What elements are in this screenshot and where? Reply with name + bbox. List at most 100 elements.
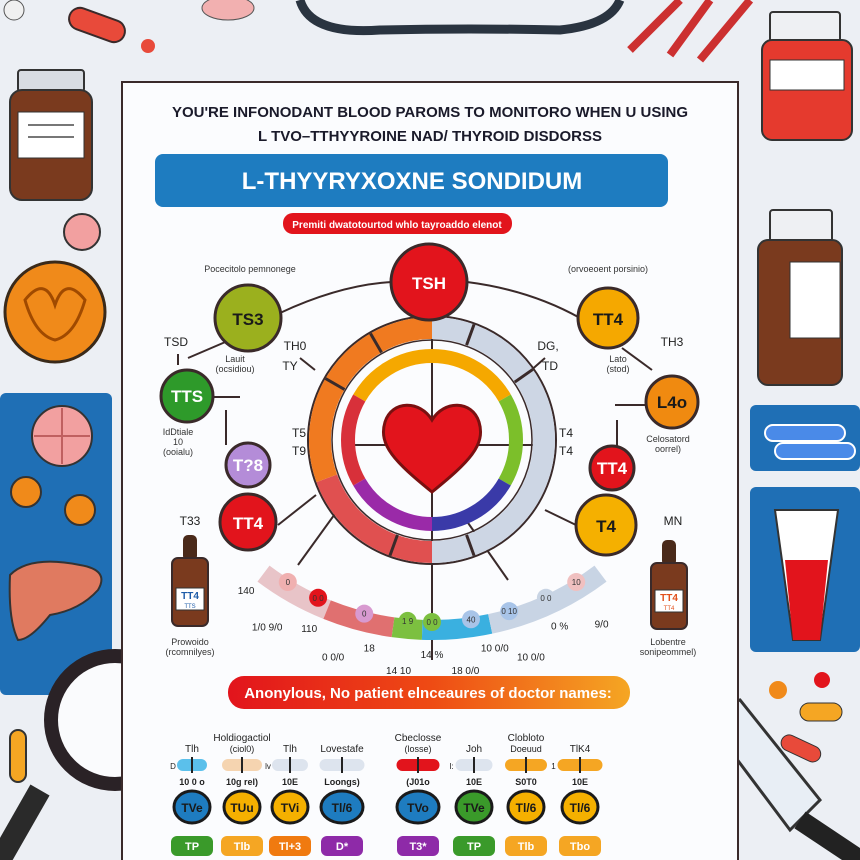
parameter-tag-label: T3* — [409, 841, 427, 853]
parameter-badge-label: TUu — [230, 801, 253, 815]
range-bar-label: 1 — [551, 762, 556, 771]
node-tsh: TSH — [389, 242, 469, 322]
parameter-tag-label: Tlb — [518, 841, 535, 853]
label: T33 — [180, 514, 201, 528]
node-label: TT4 — [597, 459, 628, 478]
parameter-badge-label: Tl/6 — [332, 801, 353, 815]
gauge-tick-label: 14 % — [421, 650, 444, 661]
pill-icon — [63, 213, 101, 251]
bottle-label: TT4 — [181, 591, 199, 602]
medicine-bottle-icon — [761, 11, 853, 141]
label: (ooialu) — [163, 447, 193, 457]
inner-ring-segment — [341, 394, 366, 486]
parameter-badge — [395, 789, 441, 825]
range-bar-label: D — [170, 762, 176, 771]
label: TH3 — [661, 335, 684, 349]
pill-icon — [799, 702, 843, 722]
parameter-tag-label: Tl+3 — [279, 841, 301, 853]
range-bar-label: I: — [449, 762, 453, 771]
column-value: Loongs) — [324, 777, 360, 787]
ring-tick — [324, 377, 346, 391]
title-line-1: YOU'RE INFONODANT BLOOD PAROMS TO MONITO… — [172, 104, 688, 121]
pill-icon — [3, 0, 25, 21]
caption: (orvoeoent porsinio) — [568, 264, 648, 274]
node-tt4-left: TT4 — [218, 492, 278, 552]
column-subheader: (ciol0) — [230, 744, 255, 754]
node-tt4-top: TT4 — [576, 286, 640, 350]
caption: Pocecitolo pemnonege — [204, 264, 296, 274]
node-t8: T?8 — [224, 441, 272, 489]
gauge-tick-label: 9/0 — [595, 619, 609, 630]
gauge-marker — [355, 604, 374, 623]
label: (stod) — [606, 364, 629, 374]
outer-ring-segment — [316, 474, 433, 563]
node-label: T4 — [596, 517, 616, 536]
gauge-marker — [398, 611, 417, 630]
gauge-segment — [421, 614, 493, 640]
outer-ring-segment — [431, 317, 555, 563]
gauge-tick-label: 18 0/0 — [452, 666, 480, 677]
parameter-badge — [172, 789, 212, 825]
column-value: (J01o — [406, 777, 430, 787]
label: DG, — [537, 339, 558, 353]
inner-ring-segment — [353, 349, 511, 402]
node-label: TSH — [412, 274, 446, 293]
parameter-tag-label: D* — [336, 841, 349, 853]
column-value: S0T0 — [515, 777, 537, 787]
pill-icon — [780, 734, 822, 763]
gauge-tick-label: 10 0/0 — [517, 652, 545, 663]
column-header: Joh — [466, 744, 482, 755]
column-value: 10g rel) — [226, 777, 258, 787]
gauge-marker-label: 0 0 — [313, 594, 325, 603]
label: MN — [664, 514, 683, 528]
capsule-icon — [764, 424, 846, 442]
node-label: TT4 — [593, 310, 624, 329]
parameter-tag-label: TP — [467, 841, 481, 853]
parameter-tag-label: Tbo — [570, 841, 590, 853]
label: TH0 — [284, 339, 307, 353]
gauge-tick-label: 140 — [238, 586, 255, 597]
parameter-tag — [171, 836, 213, 856]
node-label: TS3 — [232, 310, 263, 329]
heart-icon — [382, 403, 482, 494]
parameter-badge-label: TVo — [407, 801, 429, 815]
node-label: L4o — [657, 393, 687, 412]
node-ts3: TS3 — [213, 283, 283, 353]
outer-ring-segment — [309, 317, 433, 483]
parameter-badge-label: Tl/6 — [570, 801, 591, 815]
bottle-label: TT4 — [664, 606, 675, 612]
column-header: Lovestafe — [320, 744, 364, 755]
node-label: T?8 — [233, 456, 263, 475]
label: TSD — [164, 335, 188, 349]
gauge-tick-label: 0 % — [551, 622, 568, 633]
gauge-tick-label: 14 10 — [386, 666, 411, 677]
column-subheader: Doeuud — [510, 744, 542, 754]
column-header: Tlh — [283, 744, 297, 755]
parameter-badge-label: TVe — [463, 801, 485, 815]
medicine-bottle-icon — [757, 209, 843, 386]
column-header: Tlh — [185, 744, 199, 755]
gauge-marker-label: 1 9 — [402, 617, 414, 626]
liver-icon — [8, 560, 103, 642]
gauge-segment — [257, 565, 331, 619]
column-value: 10 0 o — [179, 777, 205, 787]
heart-gauge-rings — [307, 315, 557, 565]
drug-banner-text: L-THYYRYXOXNE SONDIDUM — [242, 168, 582, 195]
parameter-tag-label: TP — [185, 841, 199, 853]
label: (ocsidiou) — [215, 364, 254, 374]
notice-banner — [228, 676, 630, 709]
syringe-icon — [627, 0, 754, 63]
label: oorrel) — [655, 444, 681, 454]
pill-icon — [68, 6, 126, 44]
gauge-tick-label: 10 0/0 — [481, 643, 509, 654]
label: T4 — [559, 426, 573, 440]
